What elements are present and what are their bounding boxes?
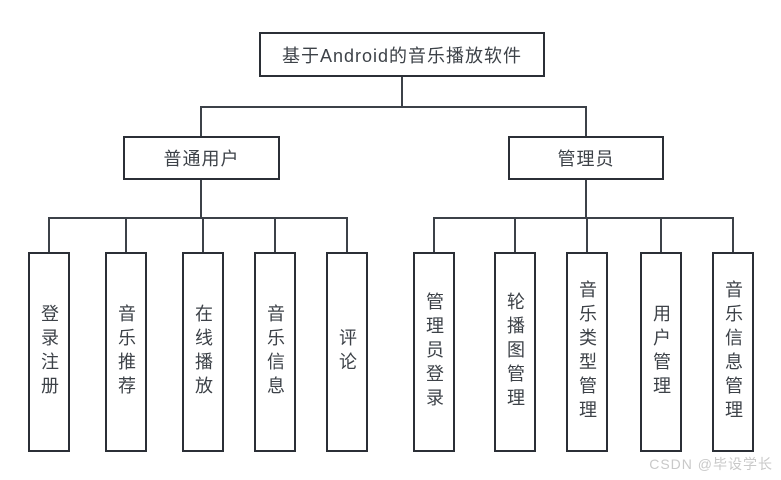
leaf-node-carousel-management: 轮播图管理 [494, 252, 536, 452]
leaf-music-info-management-label: 音乐信息管理 [723, 280, 743, 424]
leaf-node-music-recommend: 音乐推荐 [105, 252, 147, 452]
branch-node-admin: 管理员 [508, 136, 664, 180]
leaf-node-music-info: 音乐信息 [254, 252, 296, 452]
leaf-node-login-register: 登录注册 [28, 252, 70, 452]
connector-root-drop [401, 77, 403, 108]
branch-node-normal-user: 普通用户 [123, 136, 280, 180]
connector-admin-horizontal [433, 217, 733, 219]
csdn-watermark: CSDN @毕设学长 [649, 456, 773, 472]
root-node: 基于Android的音乐播放软件 [259, 32, 545, 77]
leaf-admin-login-label: 管理员登录 [424, 292, 444, 412]
leaf-music-type-management-label: 音乐类型管理 [577, 280, 597, 424]
branch-admin-label: 管理员 [557, 149, 615, 169]
connector-user-drop [200, 180, 202, 219]
connector-to-user-branch [200, 106, 202, 136]
leaf-node-music-type-management: 音乐类型管理 [566, 252, 608, 452]
leaf-node-user-management: 用户管理 [640, 252, 682, 452]
leaf-node-music-info-management: 音乐信息管理 [712, 252, 754, 452]
connector-drop-recommend [125, 217, 127, 252]
leaf-music-info-label: 音乐信息 [265, 304, 285, 400]
connector-drop-play [202, 217, 204, 252]
connector-drop-musicinfo [274, 217, 276, 252]
leaf-online-play-label: 在线播放 [193, 304, 213, 400]
connector-drop-login [48, 217, 50, 252]
leaf-node-online-play: 在线播放 [182, 252, 224, 452]
connector-drop-musictype [586, 217, 588, 252]
leaf-carousel-management-label: 轮播图管理 [505, 292, 525, 412]
leaf-user-management-label: 用户管理 [651, 304, 671, 400]
root-node-label: 基于Android的音乐播放软件 [281, 45, 523, 66]
connector-drop-usermgmt [660, 217, 662, 252]
leaf-login-register-label: 登录注册 [39, 304, 59, 400]
connector-user-horizontal [48, 217, 348, 219]
leaf-node-comments: 评论 [326, 252, 368, 452]
connector-to-admin-branch [585, 106, 587, 136]
connector-level1-horizontal [200, 106, 587, 108]
branch-normal-user-label: 普通用户 [163, 149, 240, 169]
leaf-comments-label: 评论 [337, 328, 357, 376]
leaf-node-admin-login: 管理员登录 [413, 252, 455, 452]
connector-admin-drop [585, 179, 587, 219]
leaf-music-recommend-label: 音乐推荐 [116, 304, 136, 400]
connector-drop-carousel [514, 217, 516, 252]
connector-drop-adminlogin [433, 217, 435, 252]
connector-drop-comment [346, 217, 348, 252]
connector-drop-musicinfomgmt [732, 217, 734, 252]
